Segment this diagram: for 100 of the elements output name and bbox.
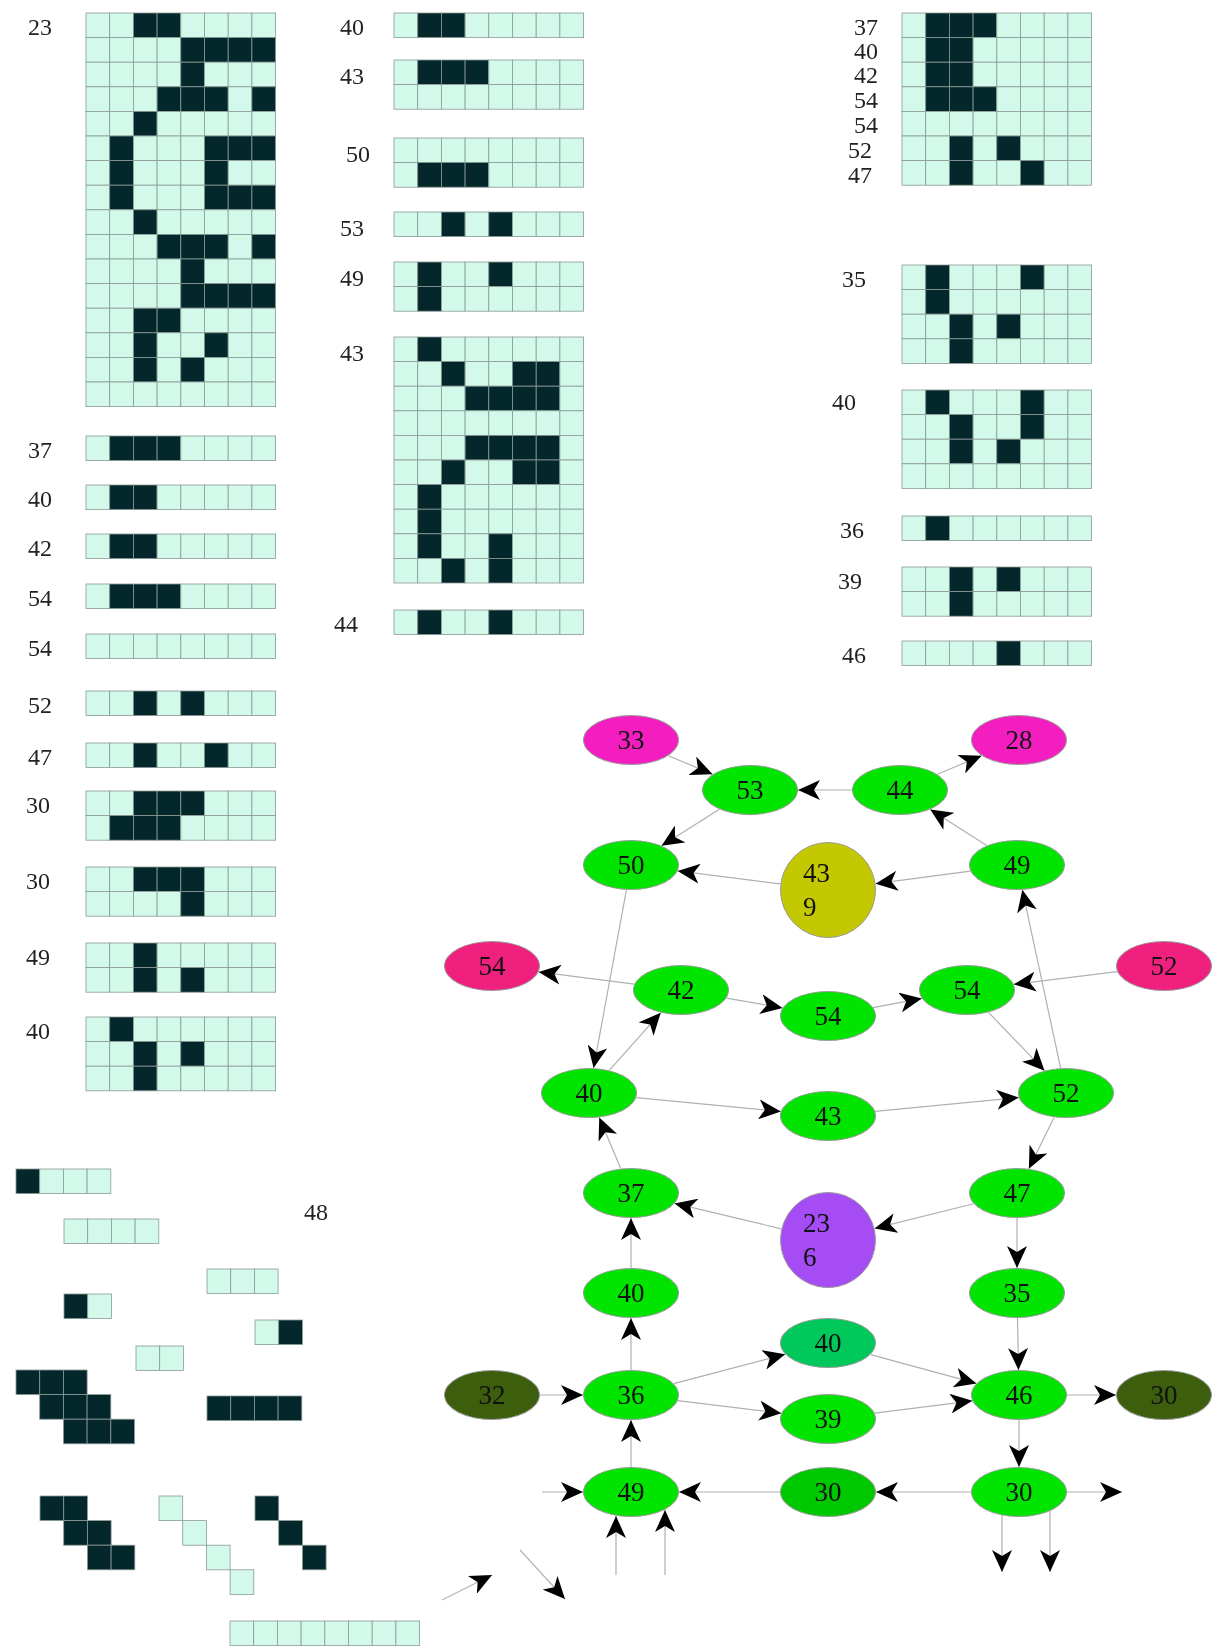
- arrow: [1007, 1217, 1027, 1269]
- node-text: 50: [617, 849, 645, 882]
- row-number: 37: [28, 438, 52, 462]
- node-text: 49: [1003, 849, 1031, 882]
- arrow: [674, 1198, 782, 1230]
- node-text: 49: [617, 1476, 645, 1509]
- ellipse-node: [780, 1318, 876, 1368]
- arrow: [987, 1011, 1046, 1072]
- arrow: [678, 1482, 781, 1502]
- arrow: [1017, 889, 1062, 1069]
- row-number: 49: [340, 266, 364, 290]
- ellipse-node: [583, 1168, 679, 1218]
- arrow: [1028, 1116, 1055, 1170]
- arrow: [677, 1400, 782, 1421]
- node-text: 36: [617, 1379, 645, 1412]
- arrow: [872, 992, 923, 1013]
- arrow: [621, 1419, 641, 1468]
- node-text: 6: [803, 1241, 817, 1274]
- arrow: [621, 1217, 641, 1269]
- arrow: [539, 1385, 584, 1405]
- arrow: [1009, 1419, 1029, 1468]
- arrow: [1008, 1317, 1029, 1371]
- row-number: 40: [340, 15, 364, 39]
- node-text: 40: [814, 1327, 842, 1360]
- arrow: [1066, 1482, 1123, 1502]
- node-text: 28: [1005, 724, 1033, 757]
- row-number: 30: [26, 869, 50, 893]
- arrow: [661, 808, 720, 847]
- node-text: 43: [814, 1100, 842, 1133]
- node-text: 46: [1005, 1379, 1033, 1412]
- row-number: 54: [854, 113, 878, 137]
- arrow: [608, 1012, 662, 1071]
- row-number: 44: [334, 612, 358, 636]
- row-number: 40: [28, 487, 52, 511]
- arrow: [677, 863, 781, 885]
- row-number: 53: [340, 216, 364, 240]
- arrow: [598, 1116, 622, 1170]
- row-number: 35: [842, 267, 866, 291]
- node-text: 44: [886, 774, 914, 807]
- arrow: [875, 1482, 972, 1502]
- node-text: 30: [1005, 1476, 1033, 1509]
- arrow: [874, 1089, 1020, 1113]
- row-number: 48: [304, 1200, 328, 1224]
- node-text: 54: [814, 1000, 842, 1033]
- arrow: [875, 870, 972, 891]
- row-number: 47: [28, 745, 52, 769]
- arrow: [655, 1509, 675, 1576]
- arrow: [673, 1350, 786, 1385]
- row-number: 54: [854, 88, 878, 112]
- arrow: [538, 964, 635, 985]
- arrow: [725, 994, 784, 1014]
- row-number: 46: [842, 643, 866, 667]
- node-text: 53: [736, 774, 764, 807]
- row-number: 42: [28, 536, 52, 560]
- row-number: 49: [26, 945, 50, 969]
- node-text: 42: [667, 974, 695, 1007]
- arrow: [1013, 971, 1118, 992]
- arrow: [635, 1096, 782, 1120]
- arrow: [587, 889, 627, 1069]
- arrow: [929, 808, 988, 847]
- node-text: 32: [478, 1379, 506, 1412]
- row-number: 43: [340, 341, 364, 365]
- arrow: [621, 1317, 641, 1371]
- row-number: 52: [28, 693, 52, 717]
- row-number: 50: [346, 142, 370, 166]
- row-number: 37: [854, 15, 878, 39]
- ellipse-node: [583, 715, 679, 765]
- ellipse-node: [971, 1370, 1067, 1420]
- row-number: 54: [28, 636, 52, 660]
- arrow: [874, 1393, 973, 1414]
- arrow: [936, 755, 983, 775]
- row-number: 54: [28, 586, 52, 610]
- row-number: 23: [28, 15, 52, 39]
- row-number: 43: [340, 64, 364, 88]
- node-text: 40: [617, 1277, 645, 1310]
- arrow: [541, 1482, 584, 1502]
- row-number: 42: [854, 63, 878, 87]
- row-number: 39: [838, 569, 862, 593]
- node-text: 30: [1150, 1379, 1178, 1412]
- row-number: 52: [848, 138, 872, 162]
- node-text: 54: [953, 974, 981, 1007]
- node-text: 52: [1150, 950, 1178, 983]
- arrow: [1066, 1385, 1117, 1405]
- ellipse-node: [852, 765, 948, 815]
- node-text: 33: [617, 724, 645, 757]
- node-text: 35: [1003, 1277, 1031, 1310]
- row-number: 40: [854, 39, 878, 63]
- row-number: 40: [26, 1019, 50, 1043]
- arrow: [869, 1354, 978, 1388]
- node-text: 30: [814, 1476, 842, 1509]
- node-text: 54: [478, 950, 506, 983]
- node-text: 47: [1003, 1177, 1031, 1210]
- arrow: [606, 1515, 626, 1576]
- node-text: 39: [814, 1403, 842, 1436]
- arrow: [797, 780, 853, 800]
- node-text: 43: [803, 857, 830, 890]
- node-text: 23: [803, 1207, 830, 1240]
- row-number: 47: [848, 163, 872, 187]
- arrow: [667, 755, 714, 775]
- node-text: 37: [617, 1177, 645, 1210]
